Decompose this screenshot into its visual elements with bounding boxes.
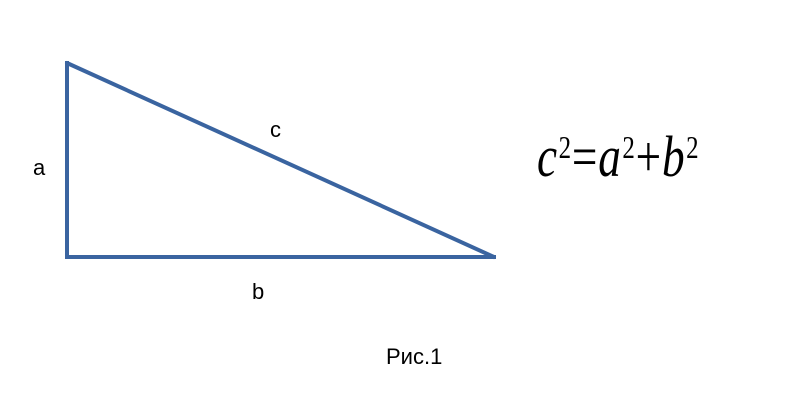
formula-term2-exponent: 2: [686, 129, 699, 165]
pythagorean-formula: c2=a2+b2: [537, 128, 699, 186]
side-b-label: b: [252, 279, 265, 304]
formula-term1-variable: a: [598, 124, 621, 189]
formula-equals-sign: =: [571, 124, 598, 189]
figure-caption: Рис.1: [386, 344, 443, 369]
formula-term1-exponent: 2: [622, 129, 635, 165]
formula-term2-variable: b: [661, 124, 685, 189]
side-c-hypotenuse-line: [65, 61, 496, 259]
side-c-label: c: [270, 117, 281, 142]
formula-lhs-variable: c: [537, 124, 558, 189]
formula-plus-sign: +: [635, 124, 662, 189]
side-a-label: a: [33, 155, 46, 180]
formula-lhs-exponent: 2: [558, 129, 572, 165]
